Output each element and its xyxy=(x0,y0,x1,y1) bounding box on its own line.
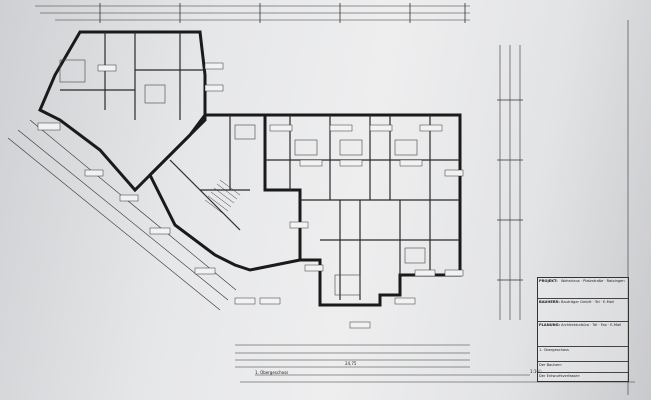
floor-label: 1. Obergeschoss xyxy=(255,370,289,375)
exterior-walls xyxy=(38,30,462,307)
title-block-bauherr-row: BAUHERR:Bauträger GmbH · Tel · E-Mail xyxy=(538,299,628,322)
title-block-projekt-row: PROJEKT:Wohnhaus · Platzstraße · Ratzing… xyxy=(538,278,628,299)
bauherr-text: Bauträger GmbH · Tel · E-Mail xyxy=(561,300,614,304)
furniture xyxy=(59,59,426,296)
interior-walls xyxy=(60,32,460,300)
title-block: PROJEKT:Wohnhaus · Platzstraße · Ratzing… xyxy=(537,277,629,382)
dimension-ticks xyxy=(99,3,523,281)
title-block-bauherr-signature-row: Der Bauherr: xyxy=(538,362,628,373)
title-block-planung-row: PLANUNG:Architekturbüro · Tel · Fax · E-… xyxy=(538,322,628,347)
projekt-label: PROJEKT: xyxy=(539,279,558,283)
planung-text: Architekturbüro · Tel · Fax · E-Mail xyxy=(561,323,622,327)
dimension-lines xyxy=(7,5,635,395)
datum-label: Der Bauherr: xyxy=(539,363,563,367)
title-block-plan-row: 1. Obergeschoss xyxy=(538,347,628,362)
projekt-text: Wohnhaus · Platzstraße · Ratzingen xyxy=(561,279,625,283)
title-block-entwurf-signature-row: Der Entwurfsverfasser: xyxy=(538,373,628,382)
bauherr-label: BAUHERR: xyxy=(539,300,560,304)
stairs xyxy=(204,179,241,216)
plan-label: 1. Obergeschoss xyxy=(539,348,569,352)
room-labels xyxy=(37,62,464,329)
total-dimension: 24,75 xyxy=(345,361,357,366)
planung-label: PLANUNG: xyxy=(539,323,561,327)
entwurf-label: Der Entwurfsverfasser: xyxy=(539,374,581,378)
scale-label: 1:100 xyxy=(530,369,542,374)
